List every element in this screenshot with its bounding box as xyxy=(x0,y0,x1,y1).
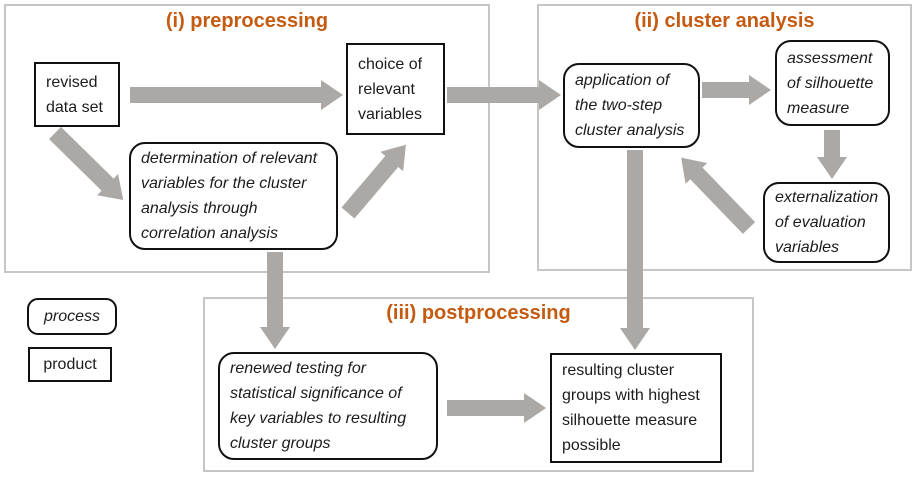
panel-preprocessing xyxy=(4,4,490,273)
legend-product: product xyxy=(28,347,112,382)
node-application-two-step: application of the two-step cluster anal… xyxy=(563,63,700,148)
node-revised-data-set: revised data set xyxy=(34,62,120,127)
arrow-externalization-to-application xyxy=(681,157,756,234)
node-determination: determination of relevant variables for … xyxy=(129,142,338,250)
panel-title-preprocessing: (i) preprocessing xyxy=(165,10,329,32)
node-assessment-silhouette: assessment of silhouette measure xyxy=(775,40,890,126)
node-renewed-testing: renewed testing for statistical signific… xyxy=(218,352,438,460)
node-resulting-cluster-groups: resulting cluster groups with highest si… xyxy=(550,353,722,463)
arrow-revised-to-determination xyxy=(49,126,124,201)
panel-postprocessing xyxy=(203,297,754,472)
arrow-determination-to-choice xyxy=(341,144,406,219)
legend-process: process xyxy=(27,298,117,335)
panel-cluster-analysis xyxy=(537,4,912,271)
panel-title-cluster-analysis: (ii) cluster analysis xyxy=(634,10,815,32)
panel-title-postprocessing: (iii) postprocessing xyxy=(386,302,571,324)
node-externalization: externalization of evaluation variables xyxy=(763,182,890,263)
node-choice-of-relevant-variables: choice of relevant variables xyxy=(346,43,445,135)
